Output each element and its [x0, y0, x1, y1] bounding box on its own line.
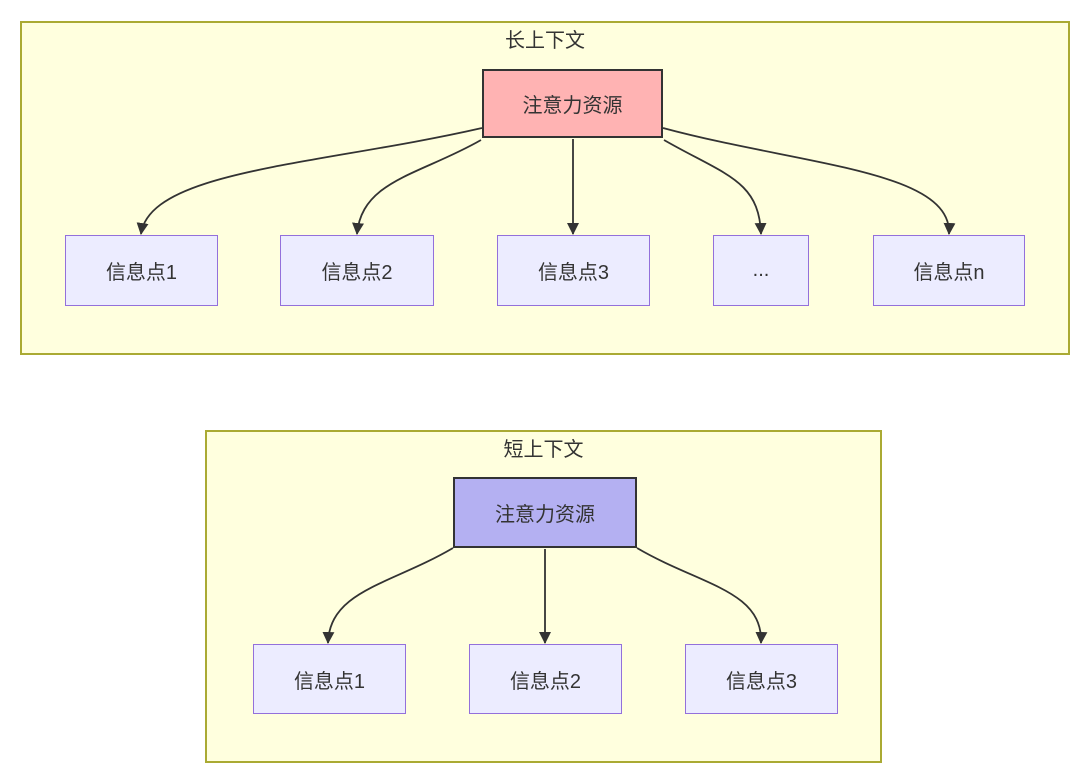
long-attention-node: 注意力资源 [482, 69, 663, 138]
edge-long-4 [663, 139, 767, 235]
long-info-node-1: 信息点1 [65, 235, 218, 306]
short-info-label-2: 信息点2 [509, 670, 582, 693]
long-info-node-3: 信息点3 [497, 235, 650, 306]
edge-short-1 [322, 547, 454, 644]
long-info-label-n: 信息点n [913, 262, 985, 284]
edge-long-2 [352, 139, 482, 235]
short-context-title: 短上下文 [503, 439, 584, 461]
edge-short-3 [636, 547, 768, 644]
long-context-title: 长上下文 [505, 30, 585, 52]
short-attention-node: 注意力资源 [453, 477, 637, 548]
long-info-node-ellipsis: ... [713, 235, 809, 306]
short-info-label-3: 信息点3 [725, 670, 798, 693]
long-info-label-ellipsis: ... [752, 259, 770, 281]
long-info-node-n: 信息点n [873, 235, 1025, 306]
long-attention-label: 注意力资源 [522, 95, 623, 117]
short-info-node-1: 信息点1 [253, 644, 406, 714]
edge-long-5 [662, 127, 956, 235]
edge-long-1 [136, 127, 483, 235]
short-info-node-3: 信息点3 [685, 644, 838, 714]
long-info-label-1: 信息点1 [105, 262, 178, 284]
long-info-node-2: 信息点2 [280, 235, 434, 306]
short-info-node-2: 信息点2 [469, 644, 622, 714]
short-attention-label: 注意力资源 [495, 504, 595, 526]
long-info-label-3: 信息点3 [537, 262, 610, 284]
short-info-label-1: 信息点1 [293, 670, 366, 693]
long-info-label-2: 信息点2 [321, 262, 393, 284]
